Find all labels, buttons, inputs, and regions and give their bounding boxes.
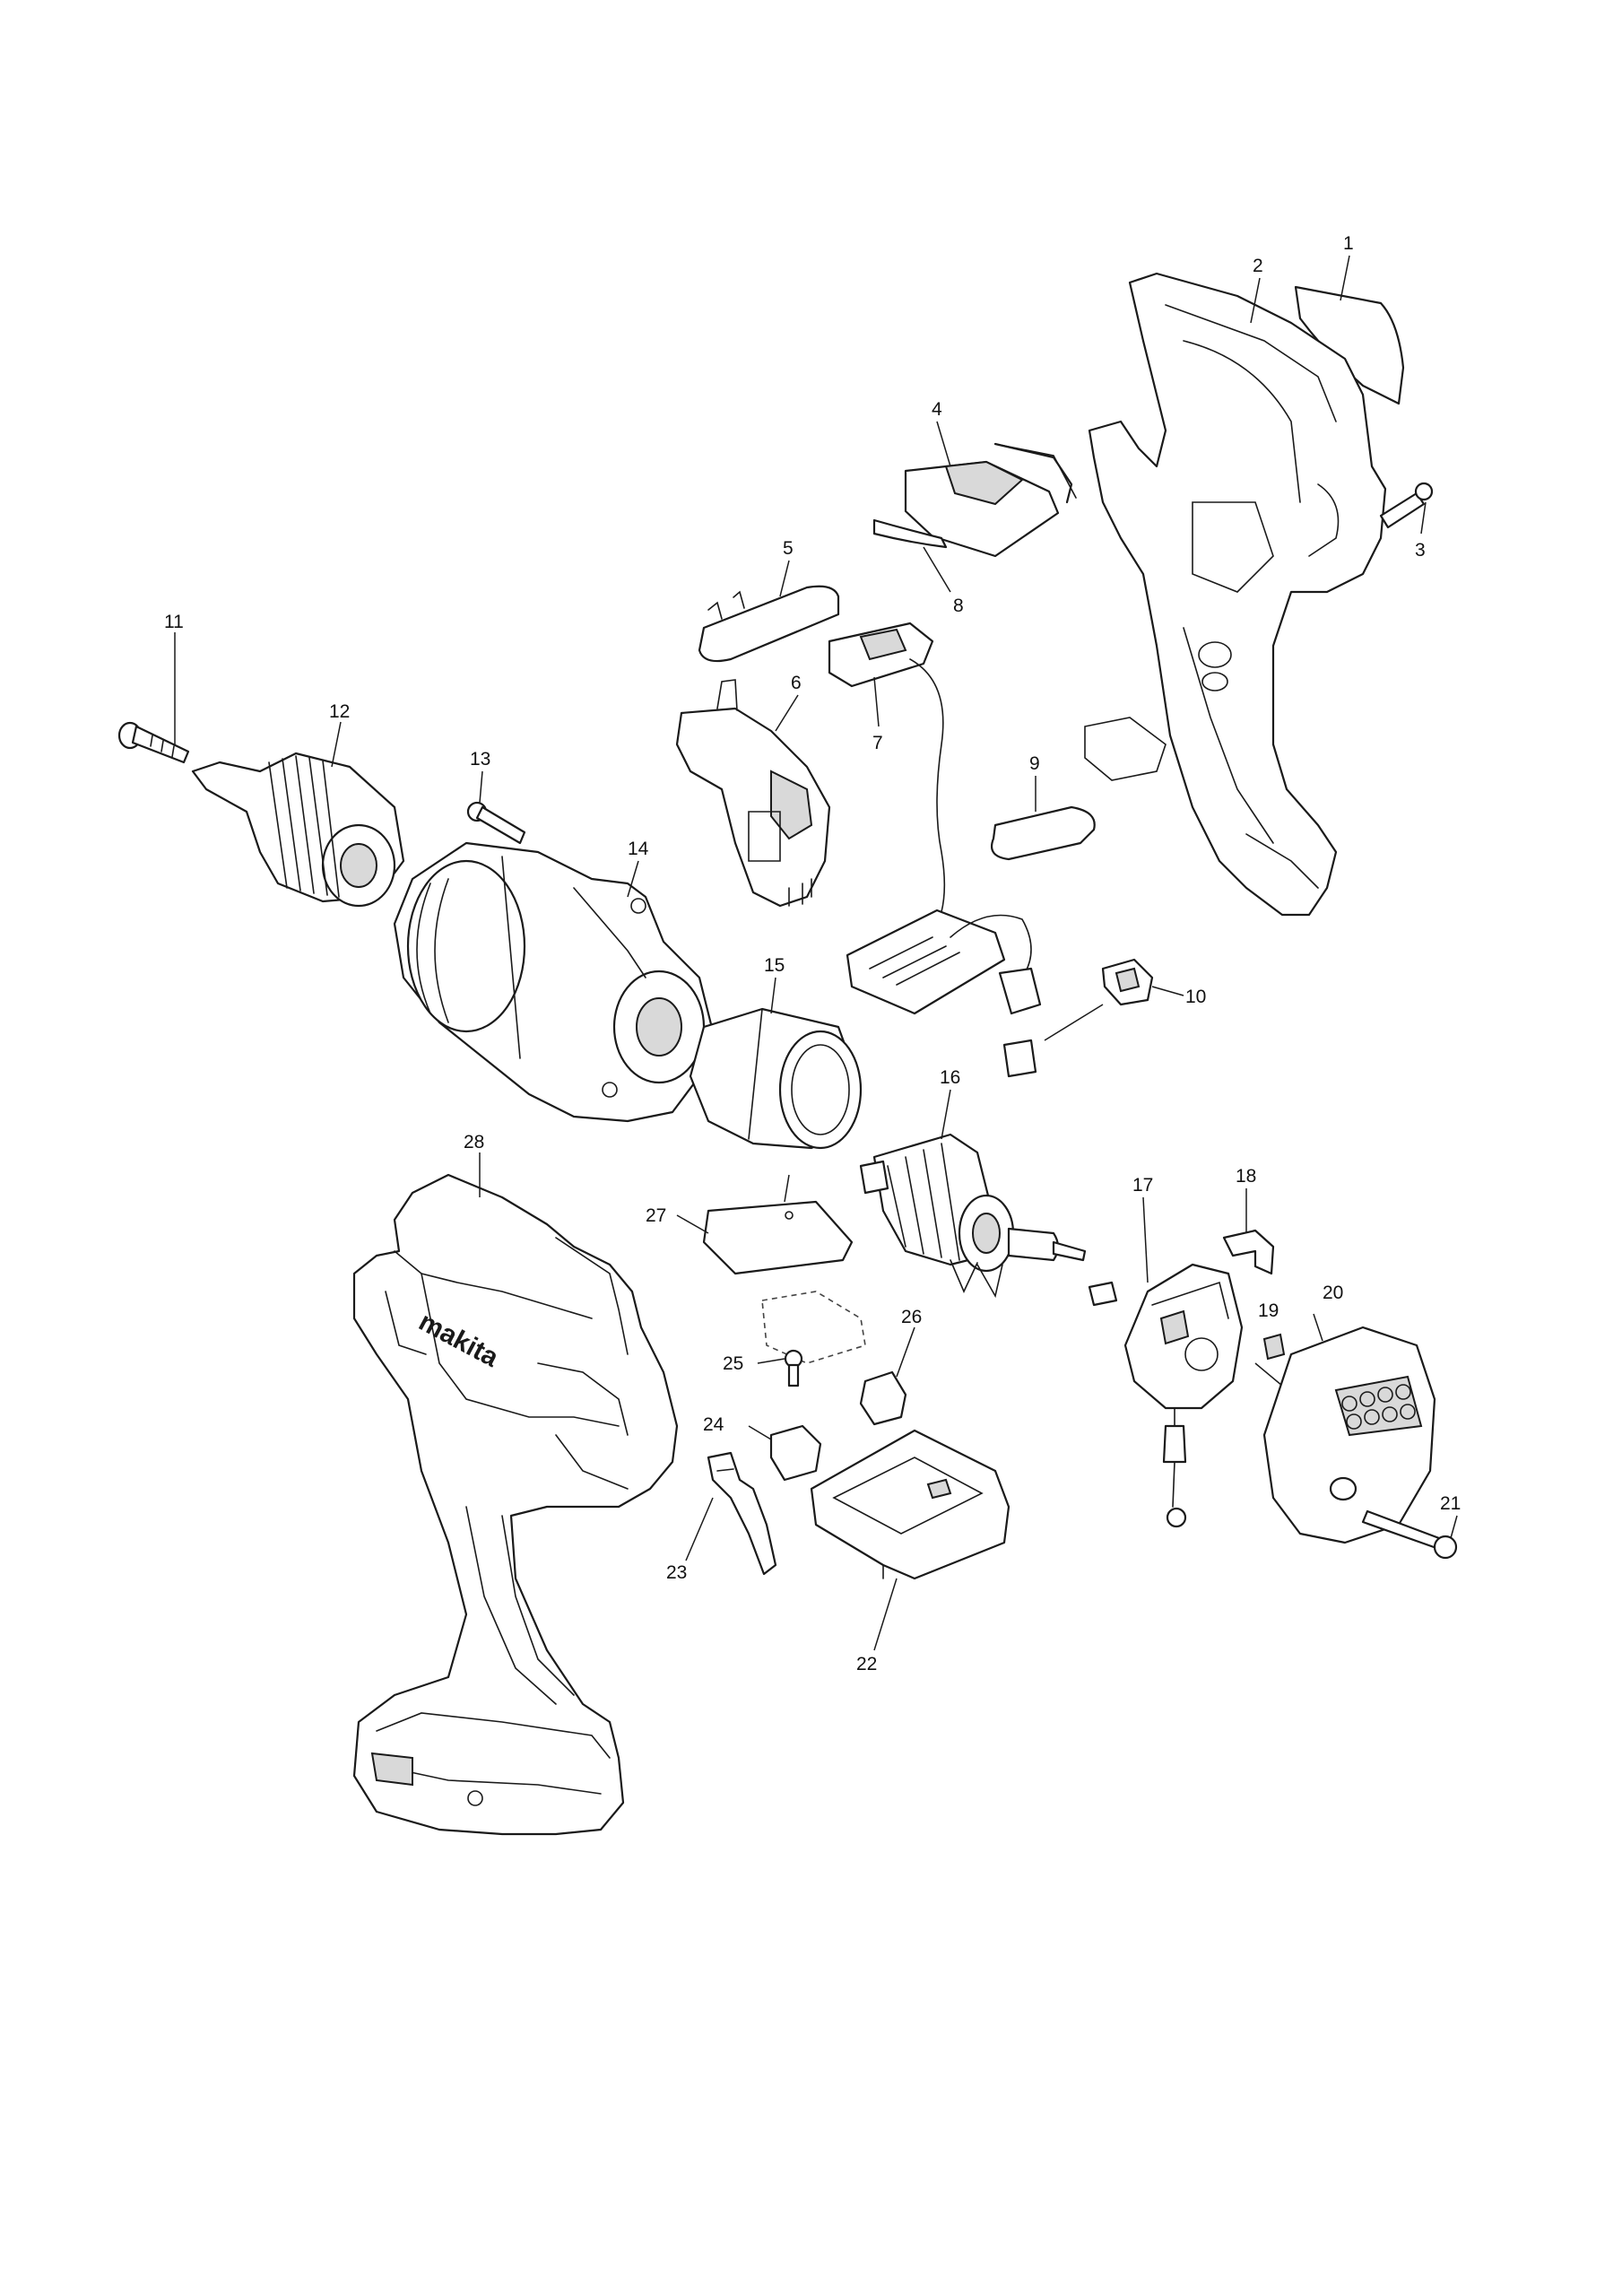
callout-27: 27	[646, 1205, 666, 1226]
callout-15: 15	[764, 955, 785, 976]
callout-22: 22	[856, 1654, 877, 1674]
part-27-insulation-sheet	[702, 1174, 854, 1275]
part-21-screw	[1361, 1509, 1458, 1560]
callout-23: 23	[666, 1562, 687, 1583]
callout-6: 6	[791, 673, 802, 693]
callout-20: 20	[1323, 1283, 1343, 1303]
hidden-part-outline	[761, 1291, 866, 1364]
part-22-terminal-cover	[810, 1429, 1010, 1580]
part-6-switch	[675, 679, 831, 908]
callout-28: 28	[464, 1132, 484, 1152]
part-5-rubber-pad	[698, 585, 840, 663]
callout-26: 26	[901, 1307, 922, 1327]
callout-17: 17	[1132, 1175, 1153, 1196]
part-25-screw	[784, 1349, 803, 1387]
part-13-screw	[466, 801, 526, 845]
part-9-lens-cover	[990, 805, 1096, 861]
part-28-left-housing: makita	[352, 1173, 679, 1836]
callout-16: 16	[940, 1067, 960, 1088]
part-24-insulator	[769, 1424, 822, 1482]
part-19-carbon-brush	[1254, 1333, 1286, 1387]
part-23-terminal	[707, 1451, 777, 1576]
callout-9: 9	[1029, 753, 1040, 774]
callout-14: 14	[628, 839, 649, 859]
callout-4: 4	[932, 399, 942, 420]
part-15-field-magnet	[689, 1007, 863, 1150]
leader-lines	[174, 255, 1458, 1651]
part-18-brush-clip	[1222, 1229, 1275, 1275]
callout-25: 25	[723, 1353, 743, 1374]
part-20-rear-cover	[1262, 1326, 1436, 1544]
callout-3: 3	[1415, 540, 1426, 561]
part-17-brush-holder	[1088, 1263, 1244, 1528]
callout-2: 2	[1253, 256, 1263, 276]
part-10-connector	[1002, 958, 1154, 1078]
part-2-right-housing	[1084, 272, 1387, 917]
callout-19: 19	[1258, 1300, 1279, 1321]
callout-5: 5	[783, 538, 794, 559]
part-14-gear-assembly	[393, 841, 715, 1123]
callout-11: 11	[164, 612, 184, 632]
part-12-keyless-chuck	[191, 752, 405, 908]
part-8-spring	[872, 518, 948, 549]
callout-13: 13	[470, 749, 490, 770]
callout-numbers: 1 2 3 4 5 6 7 8 9 10 11 12 13 14 15 16 1…	[164, 233, 1461, 1674]
part-1-label	[1294, 285, 1405, 405]
switch-control-board	[846, 909, 1042, 1015]
callout-8: 8	[953, 596, 964, 616]
part-3-screw	[1379, 482, 1434, 529]
part-7-led-circuit	[828, 622, 946, 934]
part-26-sponge	[859, 1370, 907, 1426]
callout-24: 24	[703, 1414, 724, 1435]
callout-12: 12	[329, 701, 350, 722]
part-11-chuck-screw	[117, 721, 190, 764]
part-4-switch-lever	[904, 442, 1077, 558]
part-16-armature	[859, 1133, 1087, 1299]
callout-21: 21	[1440, 1493, 1461, 1514]
callout-18: 18	[1236, 1166, 1256, 1187]
callout-1: 1	[1343, 233, 1354, 254]
callout-10: 10	[1185, 987, 1206, 1007]
callout-7: 7	[872, 733, 883, 753]
